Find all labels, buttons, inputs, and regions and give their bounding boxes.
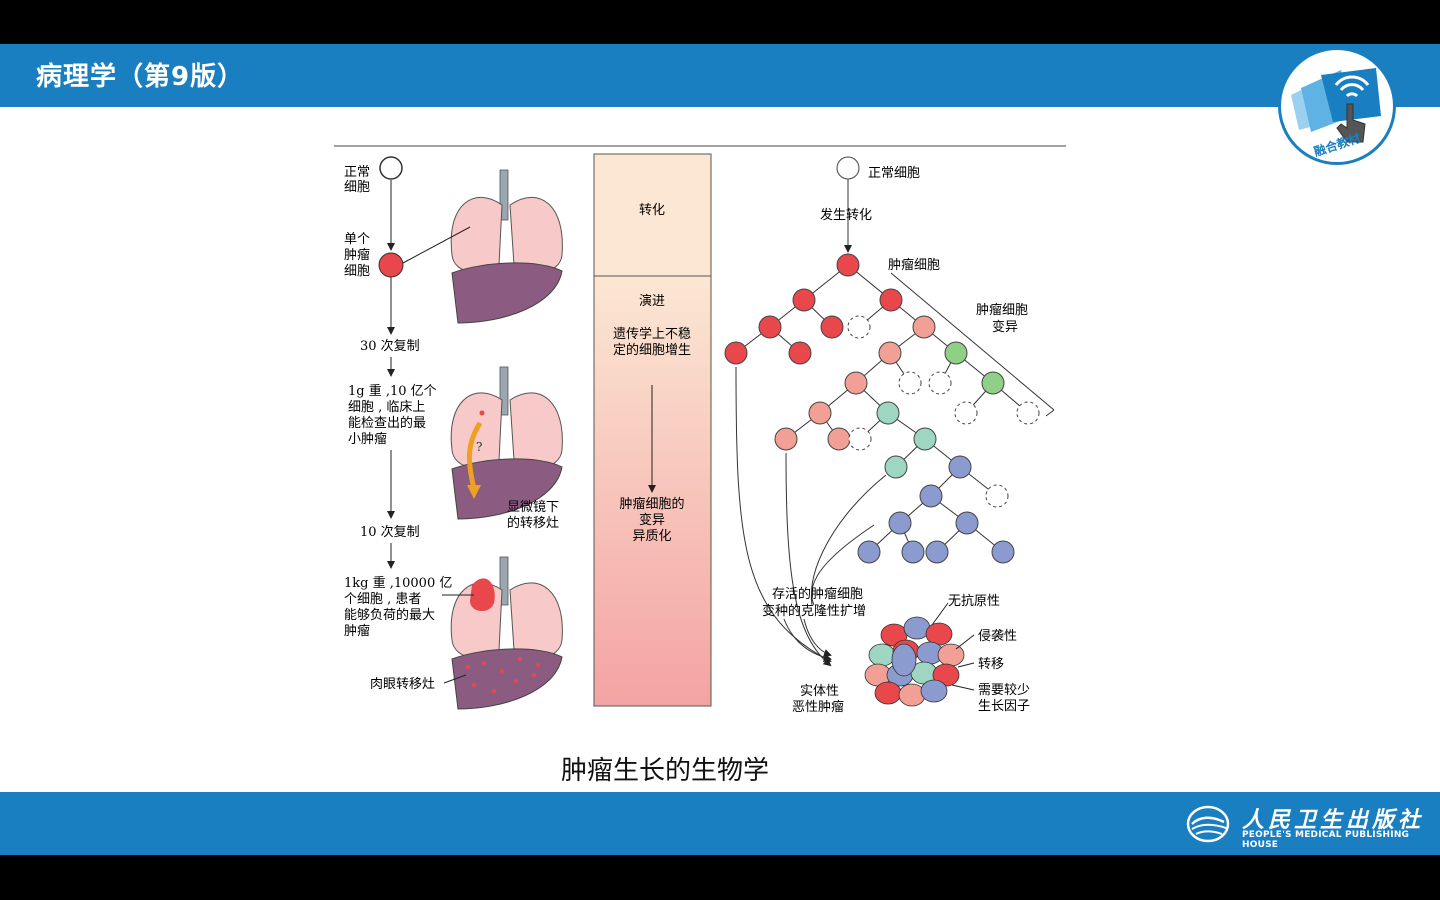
right-variation-2: 变异 bbox=[992, 319, 1018, 335]
single-tumor-2: 肿瘤 bbox=[344, 247, 370, 263]
max-tumor-4: 肿瘤 bbox=[344, 623, 370, 639]
question-mark: ? bbox=[476, 440, 482, 454]
left-normal-cell-2: 细胞 bbox=[344, 180, 370, 195]
middle-progression: 演进 bbox=[639, 293, 665, 309]
publisher-logo[interactable]: 人民卫生出版社 PEOPLE'S MEDICAL PUBLISHING HOUS… bbox=[1186, 802, 1426, 846]
middle-instability-2: 定的细胞增生 bbox=[613, 342, 691, 358]
right-variation-1: 肿瘤细胞 bbox=[976, 302, 1028, 318]
single-tumor-3: 细胞 bbox=[344, 264, 370, 279]
tumor-biology-figure: 正常 细胞 单个 肿瘤 细胞 30 次复制 1g 重 ,10 亿个 细胞 , 临… bbox=[334, 145, 1068, 715]
max-tumor-1: 1kg 重 ,10000 亿 bbox=[344, 575, 452, 591]
middle-column: 转化 演进 遗传学上不稳 定的细胞增生 肿瘤细胞的 变异 异质化 bbox=[594, 154, 711, 706]
footer-bar: 人民卫生出版社 PEOPLE'S MEDICAL PUBLISHING HOUS… bbox=[0, 792, 1440, 855]
solid-tumor-cluster bbox=[865, 617, 964, 706]
right-solid-2: 恶性肿瘤 bbox=[792, 699, 844, 715]
organs-stage-1 bbox=[403, 170, 562, 323]
right-tumor-cell: 肿瘤细胞 bbox=[888, 257, 940, 273]
right-invasive: 侵袭性 bbox=[978, 628, 1017, 644]
right-solid-1: 实体性 bbox=[800, 684, 839, 699]
middle-transformation: 转化 bbox=[639, 203, 665, 218]
middle-variation-2: 变异 bbox=[639, 512, 665, 528]
middle-variation-1: 肿瘤细胞的 bbox=[619, 496, 684, 512]
detectable-4: 小肿瘤 bbox=[348, 431, 387, 447]
left-normal-cell-1: 正常 bbox=[344, 165, 370, 180]
left-column: 正常 细胞 单个 肿瘤 细胞 30 次复制 1g 重 ,10 亿个 细胞 , 临… bbox=[344, 157, 452, 692]
figure-svg: 正常 细胞 单个 肿瘤 细胞 30 次复制 1g 重 ,10 亿个 细胞 , 临… bbox=[334, 145, 1068, 715]
detectable-1: 1g 重 ,10 亿个 bbox=[348, 383, 437, 399]
tree-cells bbox=[725, 157, 1039, 563]
header-bar: 病理学（第9版） bbox=[0, 44, 1440, 107]
right-growth-1: 需要较少 bbox=[978, 683, 1030, 698]
replication-30: 30 次复制 bbox=[360, 338, 420, 354]
micro-metastasis-1: 显微镜下 bbox=[507, 500, 559, 515]
right-non-antigenic: 无抗原性 bbox=[948, 594, 1000, 609]
organs-stage-2: ? 显微镜下 的转移灶 bbox=[451, 367, 562, 531]
detectable-3: 能检查出的最 bbox=[348, 415, 426, 431]
middle-instability-1: 遗传学上不稳 bbox=[613, 326, 691, 342]
middle-variation-3: 异质化 bbox=[632, 529, 671, 544]
right-normal-cell: 正常细胞 bbox=[868, 166, 920, 181]
right-clonal-2: 变种的克隆性扩增 bbox=[762, 603, 866, 619]
slide: 病理学（第9版） 融合教材 bbox=[0, 44, 1440, 855]
normal-cell-circle bbox=[380, 157, 402, 179]
replication-10: 10 次复制 bbox=[360, 524, 420, 540]
detectable-2: 细胞 , 临床上 bbox=[348, 400, 425, 415]
micro-metastasis-2: 的转移灶 bbox=[507, 515, 559, 531]
fusion-textbook-badge[interactable]: 融合教材 bbox=[1278, 47, 1396, 165]
pmph-logo-icon bbox=[1186, 804, 1232, 844]
single-tumor-1: 单个 bbox=[344, 232, 370, 247]
right-metastasis: 转移 bbox=[978, 657, 1004, 672]
right-growth-2: 生长因子 bbox=[978, 699, 1030, 714]
max-tumor-3: 能够负荷的最大 bbox=[344, 607, 435, 623]
right-clonal-1: 存活的肿瘤细胞 bbox=[772, 586, 863, 602]
single-tumor-cell-circle bbox=[379, 253, 403, 277]
gross-metastasis-label: 肉眼转移灶 bbox=[370, 677, 435, 692]
right-transformation: 发生转化 bbox=[820, 207, 872, 223]
organs-stage-3 bbox=[442, 557, 562, 709]
publisher-en: PEOPLE'S MEDICAL PUBLISHING HOUSE bbox=[1242, 830, 1426, 850]
figure-caption: 肿瘤生长的生物学 bbox=[0, 750, 1330, 787]
page-title: 病理学（第9版） bbox=[36, 56, 244, 93]
max-tumor-2: 个细胞 , 患者 bbox=[344, 592, 421, 607]
